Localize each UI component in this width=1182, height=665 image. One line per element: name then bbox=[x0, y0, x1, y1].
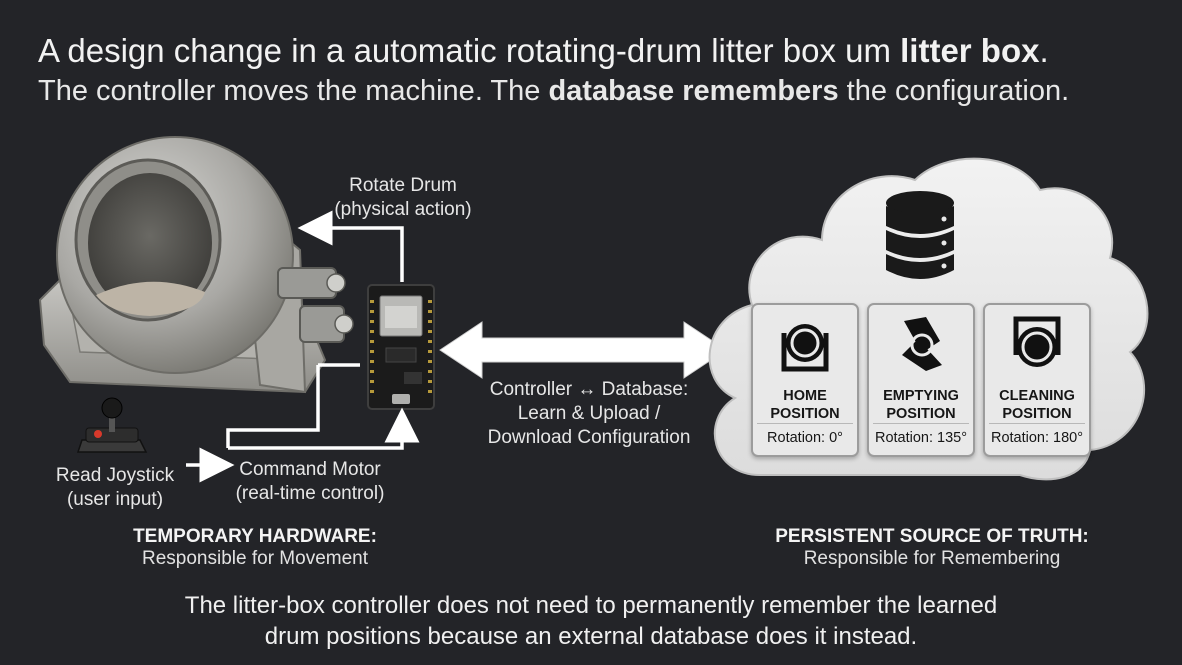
truth-subheading: Responsible for Remembering bbox=[803, 548, 1061, 569]
controller-database-link-label: Controller ↔ Database: Learn & Upload / … bbox=[470, 378, 708, 450]
motor-wire-2 bbox=[226, 365, 320, 448]
home-position-icon bbox=[781, 324, 829, 372]
controller-database-link-arrow bbox=[439, 321, 727, 379]
link-line-1: Controller ↔ Database: bbox=[489, 379, 689, 400]
microcontroller-board bbox=[367, 284, 435, 410]
link-line-3: Download Configuration bbox=[487, 427, 691, 448]
title-line-1: A design change in a automatic rotating-… bbox=[38, 32, 1049, 70]
cleaning-position-icon bbox=[1013, 316, 1061, 367]
link-line-2: Learn & Upload / bbox=[517, 403, 661, 424]
title-line-2-text: The controller moves the machine. The bbox=[38, 75, 549, 107]
title-line-2: The controller moves the machine. The da… bbox=[38, 75, 1069, 108]
rotating-drum-litter-box bbox=[38, 136, 354, 394]
joystick-icon bbox=[76, 397, 148, 453]
emptying-position-name: EMPTYING POSITION bbox=[869, 387, 973, 423]
flow-arrows bbox=[186, 210, 420, 483]
truth-caption: PERSISTENT SOURCE OF TRUTH: Responsible … bbox=[760, 526, 1104, 570]
read-joystick-text: Read Joystick bbox=[55, 465, 175, 486]
command-motor-subtext: (real-time control) bbox=[235, 483, 385, 504]
rotate-drum-label: Rotate Drum (physical action) bbox=[330, 174, 476, 222]
home-position-rotation: Rotation: 0° bbox=[767, 430, 843, 446]
command-motor-arrow bbox=[228, 407, 420, 450]
title-line-1-end: . bbox=[1039, 32, 1049, 69]
card-divider bbox=[989, 423, 1085, 424]
title-line-2-end: the configuration. bbox=[838, 75, 1070, 107]
card-cleaning-position: CLEANING POSITION Rotation: 180° bbox=[983, 303, 1091, 457]
rotate-drum-arrow bbox=[297, 210, 404, 282]
read-joystick-subtext: (user input) bbox=[66, 489, 164, 510]
hardware-heading: TEMPORARY HARDWARE: bbox=[133, 526, 377, 547]
hardware-caption: TEMPORARY HARDWARE: Responsible for Move… bbox=[110, 526, 400, 570]
cleaning-position-rotation: Rotation: 180° bbox=[990, 430, 1084, 446]
footer-line-2: drum positions because an external datab… bbox=[264, 623, 918, 650]
emptying-position-rotation: Rotation: 135° bbox=[874, 430, 968, 446]
card-divider bbox=[757, 423, 853, 424]
hardware-subheading: Responsible for Movement bbox=[142, 548, 368, 569]
cleaning-position-line-2: POSITION bbox=[1002, 406, 1072, 422]
command-motor-text: Command Motor bbox=[239, 459, 381, 480]
read-joystick-label: Read Joystick (user input) bbox=[40, 464, 190, 512]
card-emptying-position: EMPTYING POSITION Rotation: 135° bbox=[867, 303, 975, 457]
home-position-name: HOME POSITION bbox=[753, 387, 857, 423]
rotate-drum-subtext: (physical action) bbox=[334, 199, 472, 220]
cleaning-position-name: CLEANING POSITION bbox=[985, 387, 1089, 423]
title-line-2-bold: database remembers bbox=[548, 75, 839, 107]
rotate-drum-text: Rotate Drum bbox=[349, 175, 457, 196]
database-icon bbox=[886, 191, 954, 279]
cleaning-position-line-1: CLEANING bbox=[999, 388, 1075, 404]
card-home-position: HOME POSITION Rotation: 0° bbox=[751, 303, 859, 457]
title-line-1-text: A design change in a automatic rotating-… bbox=[38, 32, 901, 69]
footer-line-1: The litter-box controller does not need … bbox=[184, 592, 998, 619]
home-position-line-1: HOME bbox=[783, 388, 827, 404]
emptying-position-line-2: POSITION bbox=[886, 406, 956, 422]
command-motor-label: Command Motor (real-time control) bbox=[222, 458, 398, 506]
truth-heading: PERSISTENT SOURCE OF TRUTH: bbox=[775, 526, 1089, 547]
title-line-1-bold: litter box bbox=[900, 32, 1040, 69]
footer-statement: The litter-box controller does not need … bbox=[0, 590, 1182, 652]
card-divider bbox=[873, 423, 969, 424]
emptying-position-icon bbox=[902, 317, 942, 371]
home-position-line-2: POSITION bbox=[770, 406, 840, 422]
emptying-position-line-1: EMPTYING bbox=[883, 388, 959, 404]
